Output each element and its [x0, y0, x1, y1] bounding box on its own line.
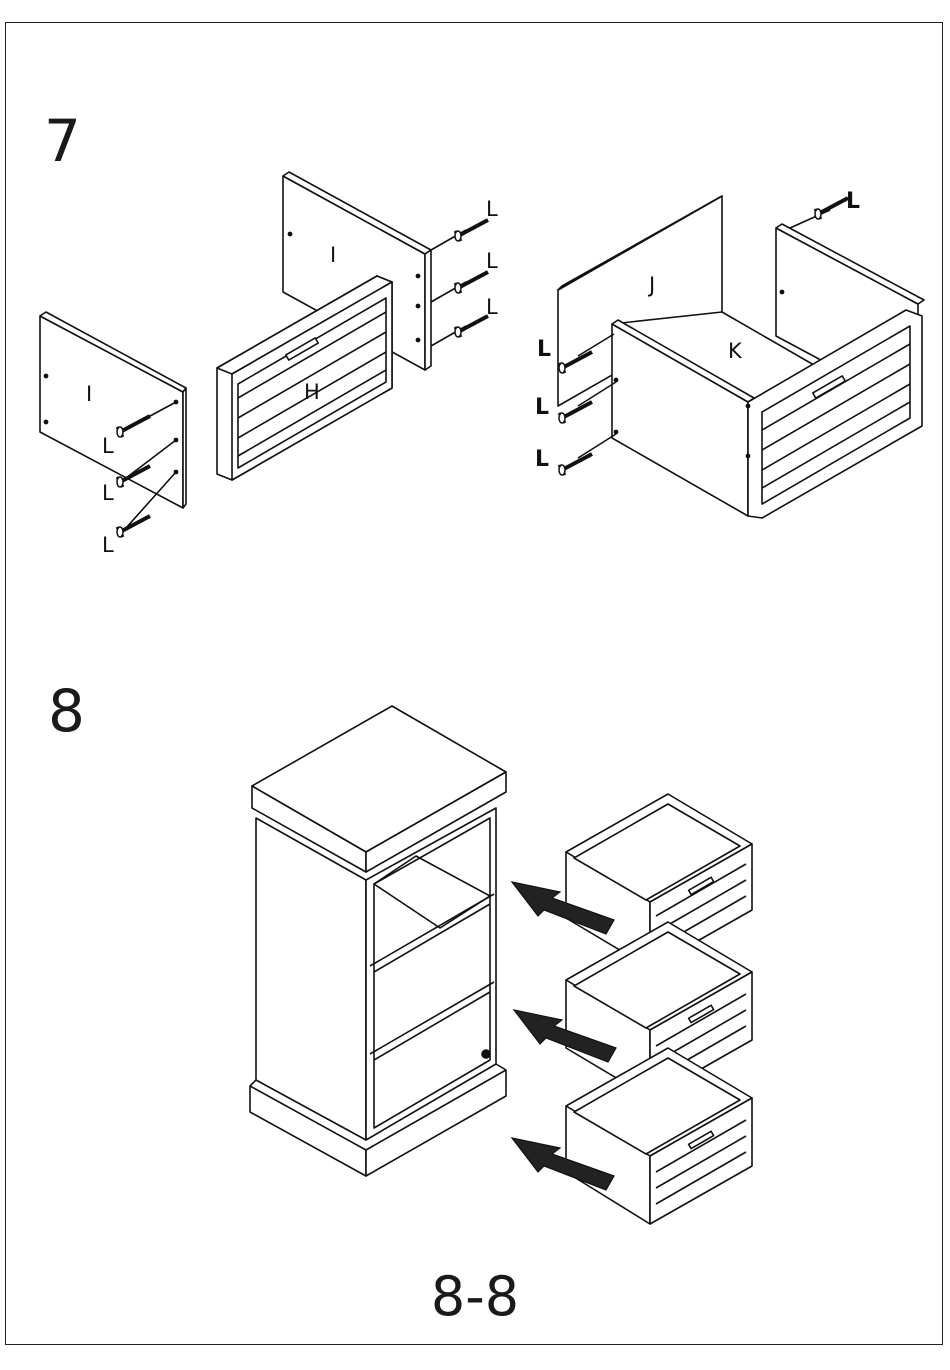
screw-icon: [559, 402, 592, 423]
panel-i-left: [40, 312, 186, 508]
label-l: L: [846, 189, 860, 214]
label-l: L: [486, 295, 498, 319]
label-l: L: [102, 533, 114, 557]
label-k: K: [728, 339, 743, 363]
screw-icon: [815, 198, 848, 219]
screw-icon: [455, 220, 488, 241]
screw-icon: [455, 316, 488, 337]
label-l: L: [102, 434, 114, 458]
label-j: J: [647, 273, 655, 297]
label-i-left: I: [86, 382, 92, 406]
screw-icon: [455, 272, 488, 293]
label-l: L: [535, 447, 549, 472]
label-l: L: [486, 197, 498, 221]
label-h: H: [304, 380, 320, 404]
drawer-front-h: [217, 276, 392, 480]
label-i-back: I: [330, 243, 336, 267]
label-l: L: [535, 395, 549, 420]
label-l: L: [102, 481, 114, 505]
drawer-bottom: [566, 1048, 752, 1224]
cabinet: [250, 706, 506, 1176]
label-l: L: [486, 249, 498, 273]
label-l: L: [537, 337, 551, 362]
screw-icon: [559, 454, 592, 475]
